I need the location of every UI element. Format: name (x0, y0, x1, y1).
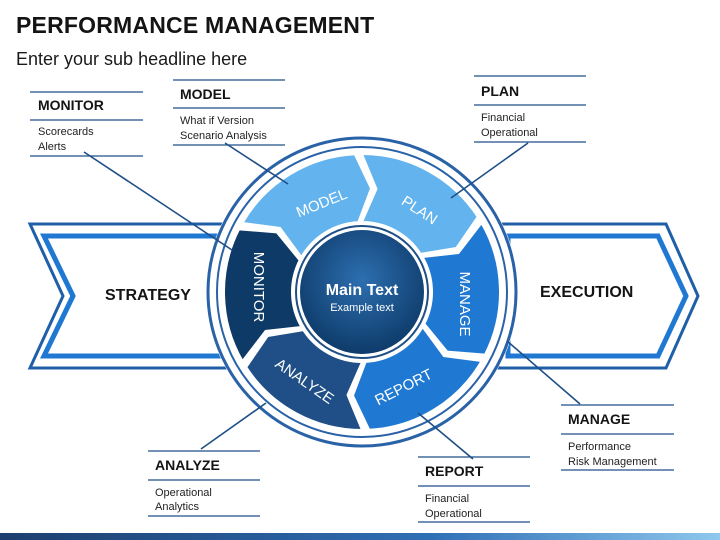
center-disc (300, 230, 424, 354)
callout-model-line-1: What if Version (180, 115, 254, 127)
callout-model-title: MODEL (180, 86, 231, 102)
callout-rules (30, 75, 674, 523)
callout-report-title: REPORT (425, 463, 484, 479)
callout-report-line-2: Operational (425, 508, 482, 520)
callout-analyze-line-2: Analytics (155, 501, 200, 513)
callout-analyze-line-1: Operational (155, 487, 212, 499)
callout-manage-title: MANAGE (568, 411, 631, 427)
model-connector (224, 142, 289, 185)
center-subtitle: Example text (330, 302, 394, 314)
monitor-connector (83, 151, 233, 251)
strategy-arrow (27, 222, 242, 370)
segment-analyze (245, 329, 364, 432)
segment-report (351, 325, 484, 431)
segment-label-manage: MANAGE (456, 271, 473, 336)
footer-bar (0, 533, 720, 540)
plan-connector (450, 142, 529, 199)
callout-manage-line-1: Performance (568, 441, 631, 453)
callout-plan-title: PLAN (481, 83, 520, 99)
segment-monitor (223, 228, 304, 363)
callout-manage-line-2: Risk Management (568, 456, 657, 468)
connector-lines (83, 142, 581, 460)
center-title: Main Text (326, 282, 399, 299)
manage-connector (506, 340, 581, 405)
segment-model (240, 153, 373, 259)
callout-monitor-title: MONITOR (38, 97, 104, 113)
callout-analyze-title: ANALYZE (155, 457, 220, 473)
analyze-connector (200, 402, 267, 450)
segment-plan (360, 152, 479, 255)
strategy-label: STRATEGY (105, 287, 191, 304)
page-title: PERFORMANCE MANAGEMENT (16, 12, 375, 38)
page-subtitle: Enter your sub headline here (16, 49, 248, 69)
segment-label-monitor: MONITOR (250, 252, 267, 323)
callout-model-line-2: Scenario Analysis (180, 130, 267, 142)
callout-plan-line-2: Operational (481, 127, 538, 139)
inner-ring (216, 146, 508, 438)
report-connector (417, 412, 474, 460)
segment-manage (420, 221, 501, 356)
callout-report-line-1: Financial (425, 493, 470, 505)
callout-monitor-line-1: Scorecards (38, 126, 94, 138)
callout-plan-line-1: Financial (481, 112, 526, 124)
execution-label: EXECUTION (540, 284, 634, 301)
callout-monitor-line-2: Alerts (38, 141, 67, 153)
outer-ring (206, 136, 518, 448)
